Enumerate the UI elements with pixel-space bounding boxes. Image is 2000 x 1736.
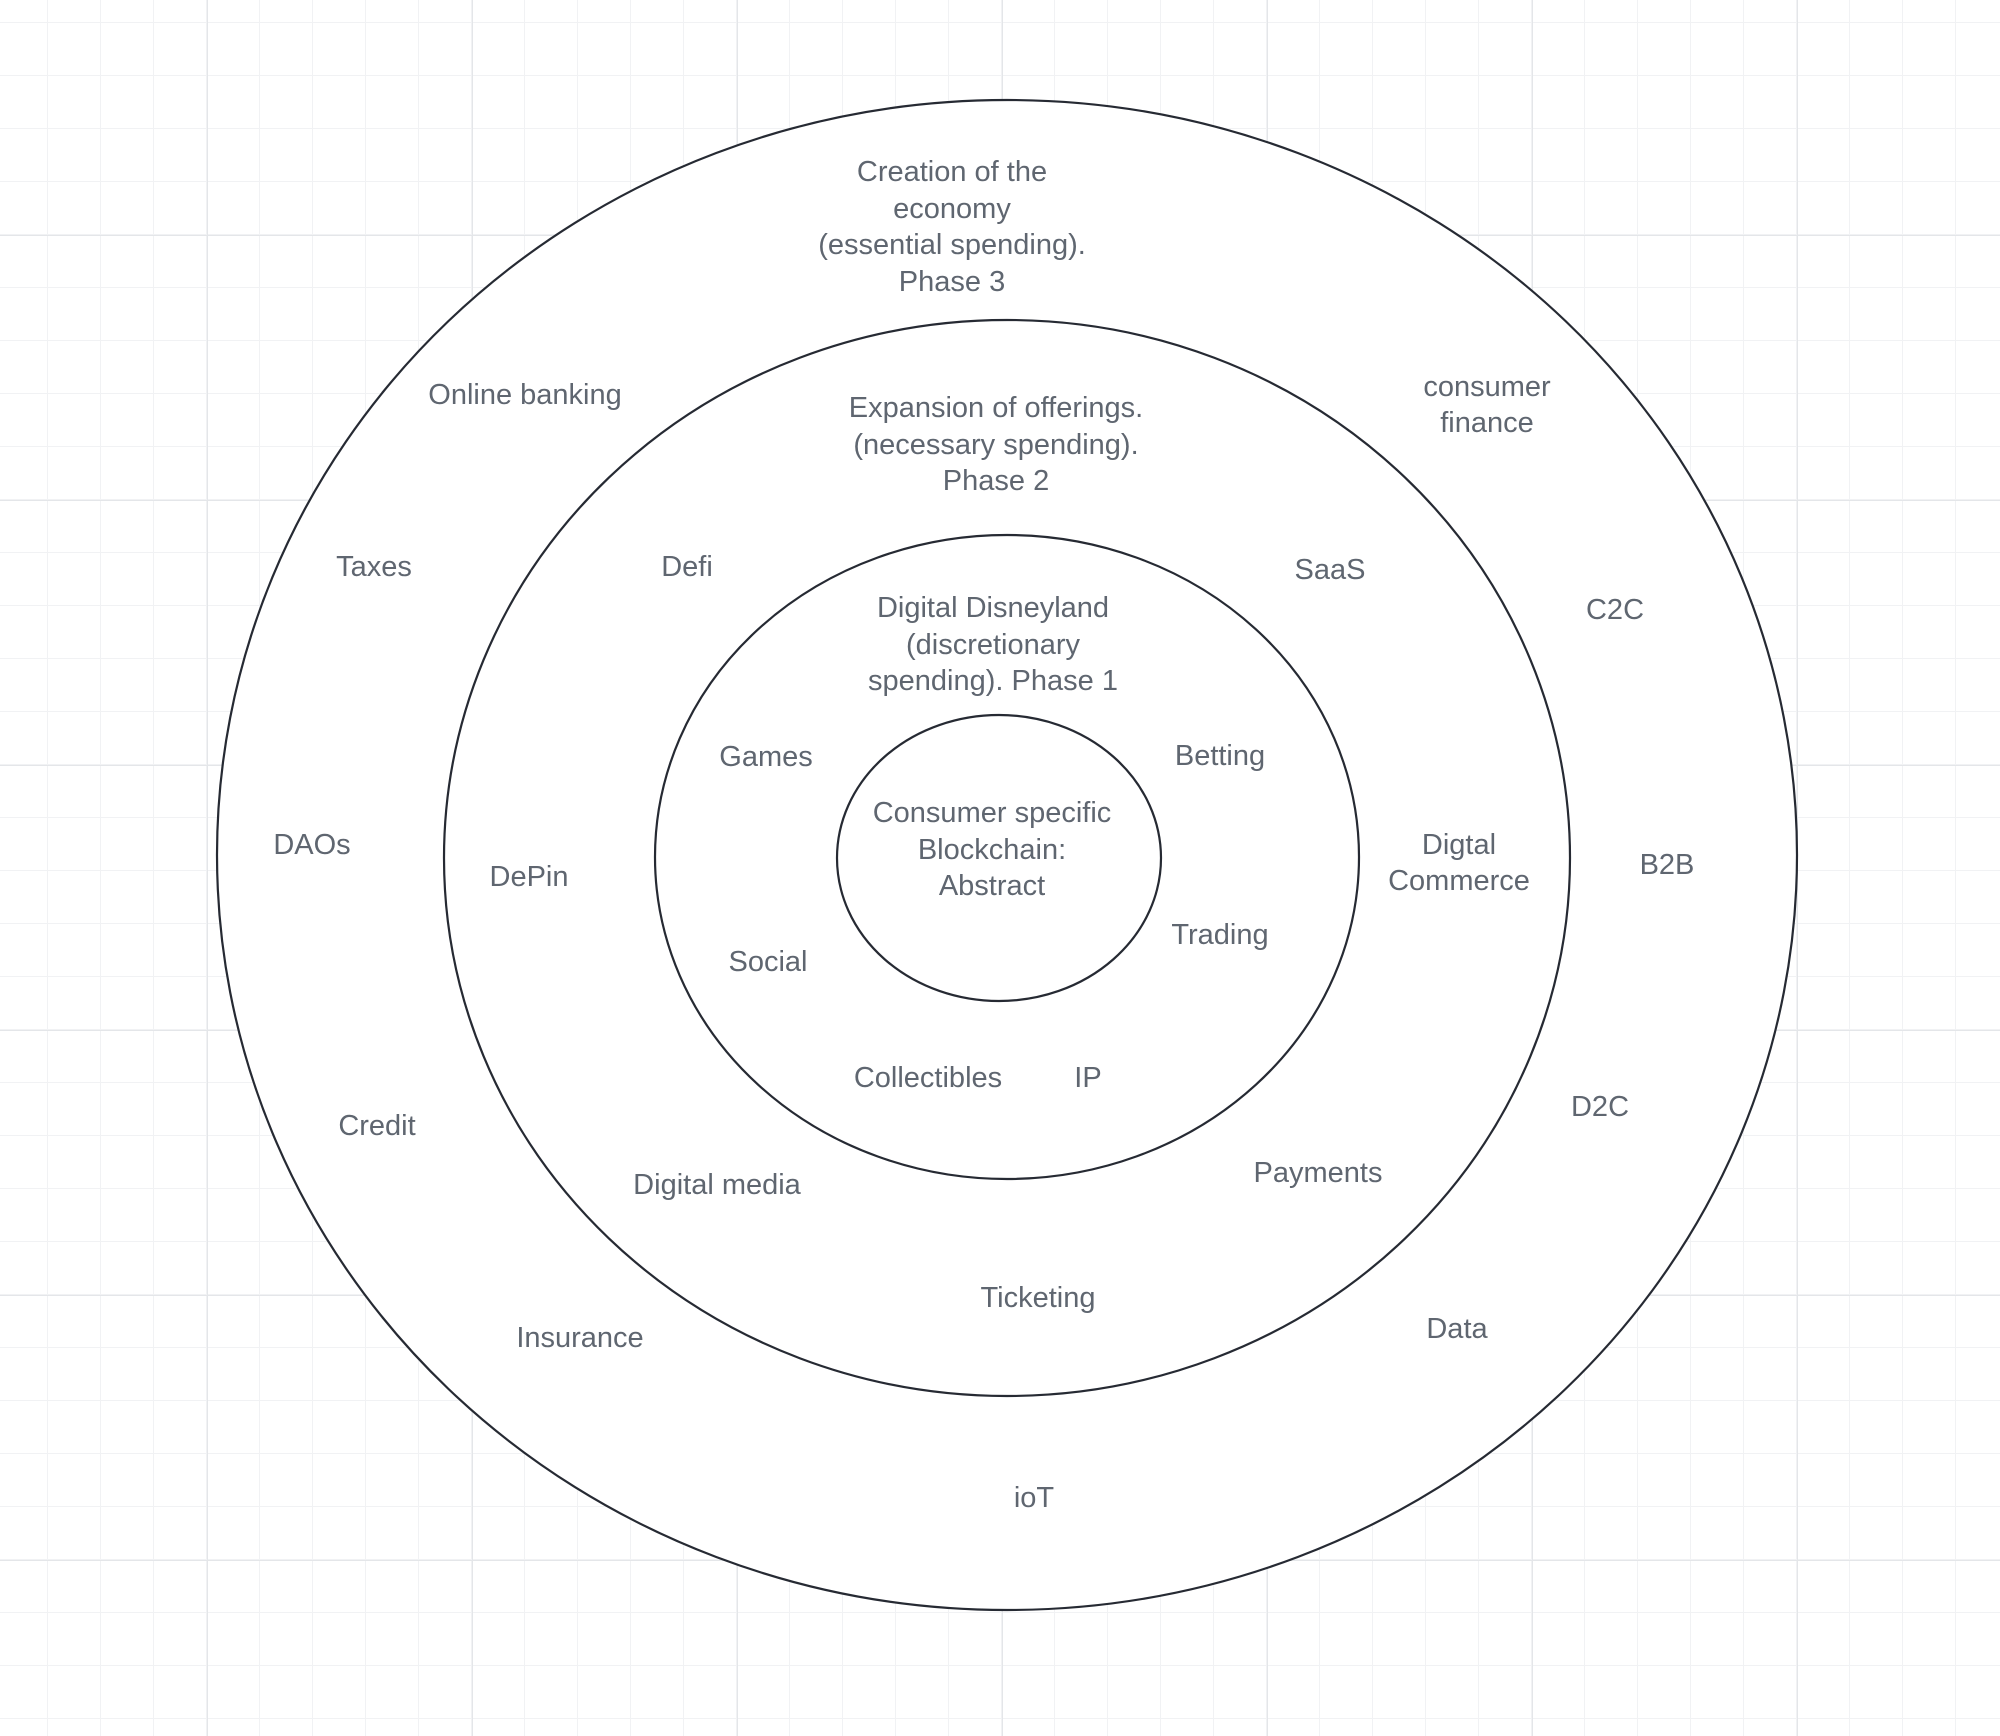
label-defi[interactable]: Defi [661,551,713,583]
label-digital-media[interactable]: Digital media [633,1169,801,1201]
phase3-title[interactable]: Creation of the economy (essential spend… [818,156,1086,298]
label-iot[interactable]: ioT [1013,1482,1055,1514]
label-collectibles[interactable]: Collectibles [853,1062,1003,1094]
label-d2c[interactable]: D2C [1570,1091,1630,1123]
label-data[interactable]: Data [1426,1313,1488,1345]
ring-core-circle[interactable] [835,713,1163,1003]
core-title[interactable]: Consumer specific Blockchain: Abstract [872,797,1112,902]
label-b2b[interactable]: B2B [1639,849,1695,881]
label-trading[interactable]: Trading [1171,919,1269,951]
phase1-title[interactable]: Digital Disneyland (discretionary spendi… [868,592,1118,697]
label-ticketing[interactable]: Ticketing [980,1282,1096,1314]
label-c2c[interactable]: C2C [1585,594,1645,626]
label-digtal-commerce[interactable]: Digtal Commerce [1388,829,1530,897]
label-betting[interactable]: Betting [1174,740,1266,772]
label-payments[interactable]: Payments [1253,1157,1383,1189]
label-depin[interactable]: DePin [489,861,569,893]
label-social[interactable]: Social [728,946,808,978]
label-online-banking[interactable]: Online banking [428,379,622,411]
label-credit[interactable]: Credit [338,1110,416,1142]
label-games[interactable]: Games [719,741,813,773]
label-daos[interactable]: DAOs [273,829,351,861]
label-saas[interactable]: SaaS [1294,554,1366,586]
label-insurance[interactable]: Insurance [516,1322,644,1354]
label-taxes[interactable]: Taxes [336,551,412,583]
phase2-title[interactable]: Expansion of offerings. (necessary spend… [848,392,1144,497]
label-ip[interactable]: IP [1074,1062,1102,1094]
label-consumer-finance[interactable]: consumer finance [1423,371,1551,439]
